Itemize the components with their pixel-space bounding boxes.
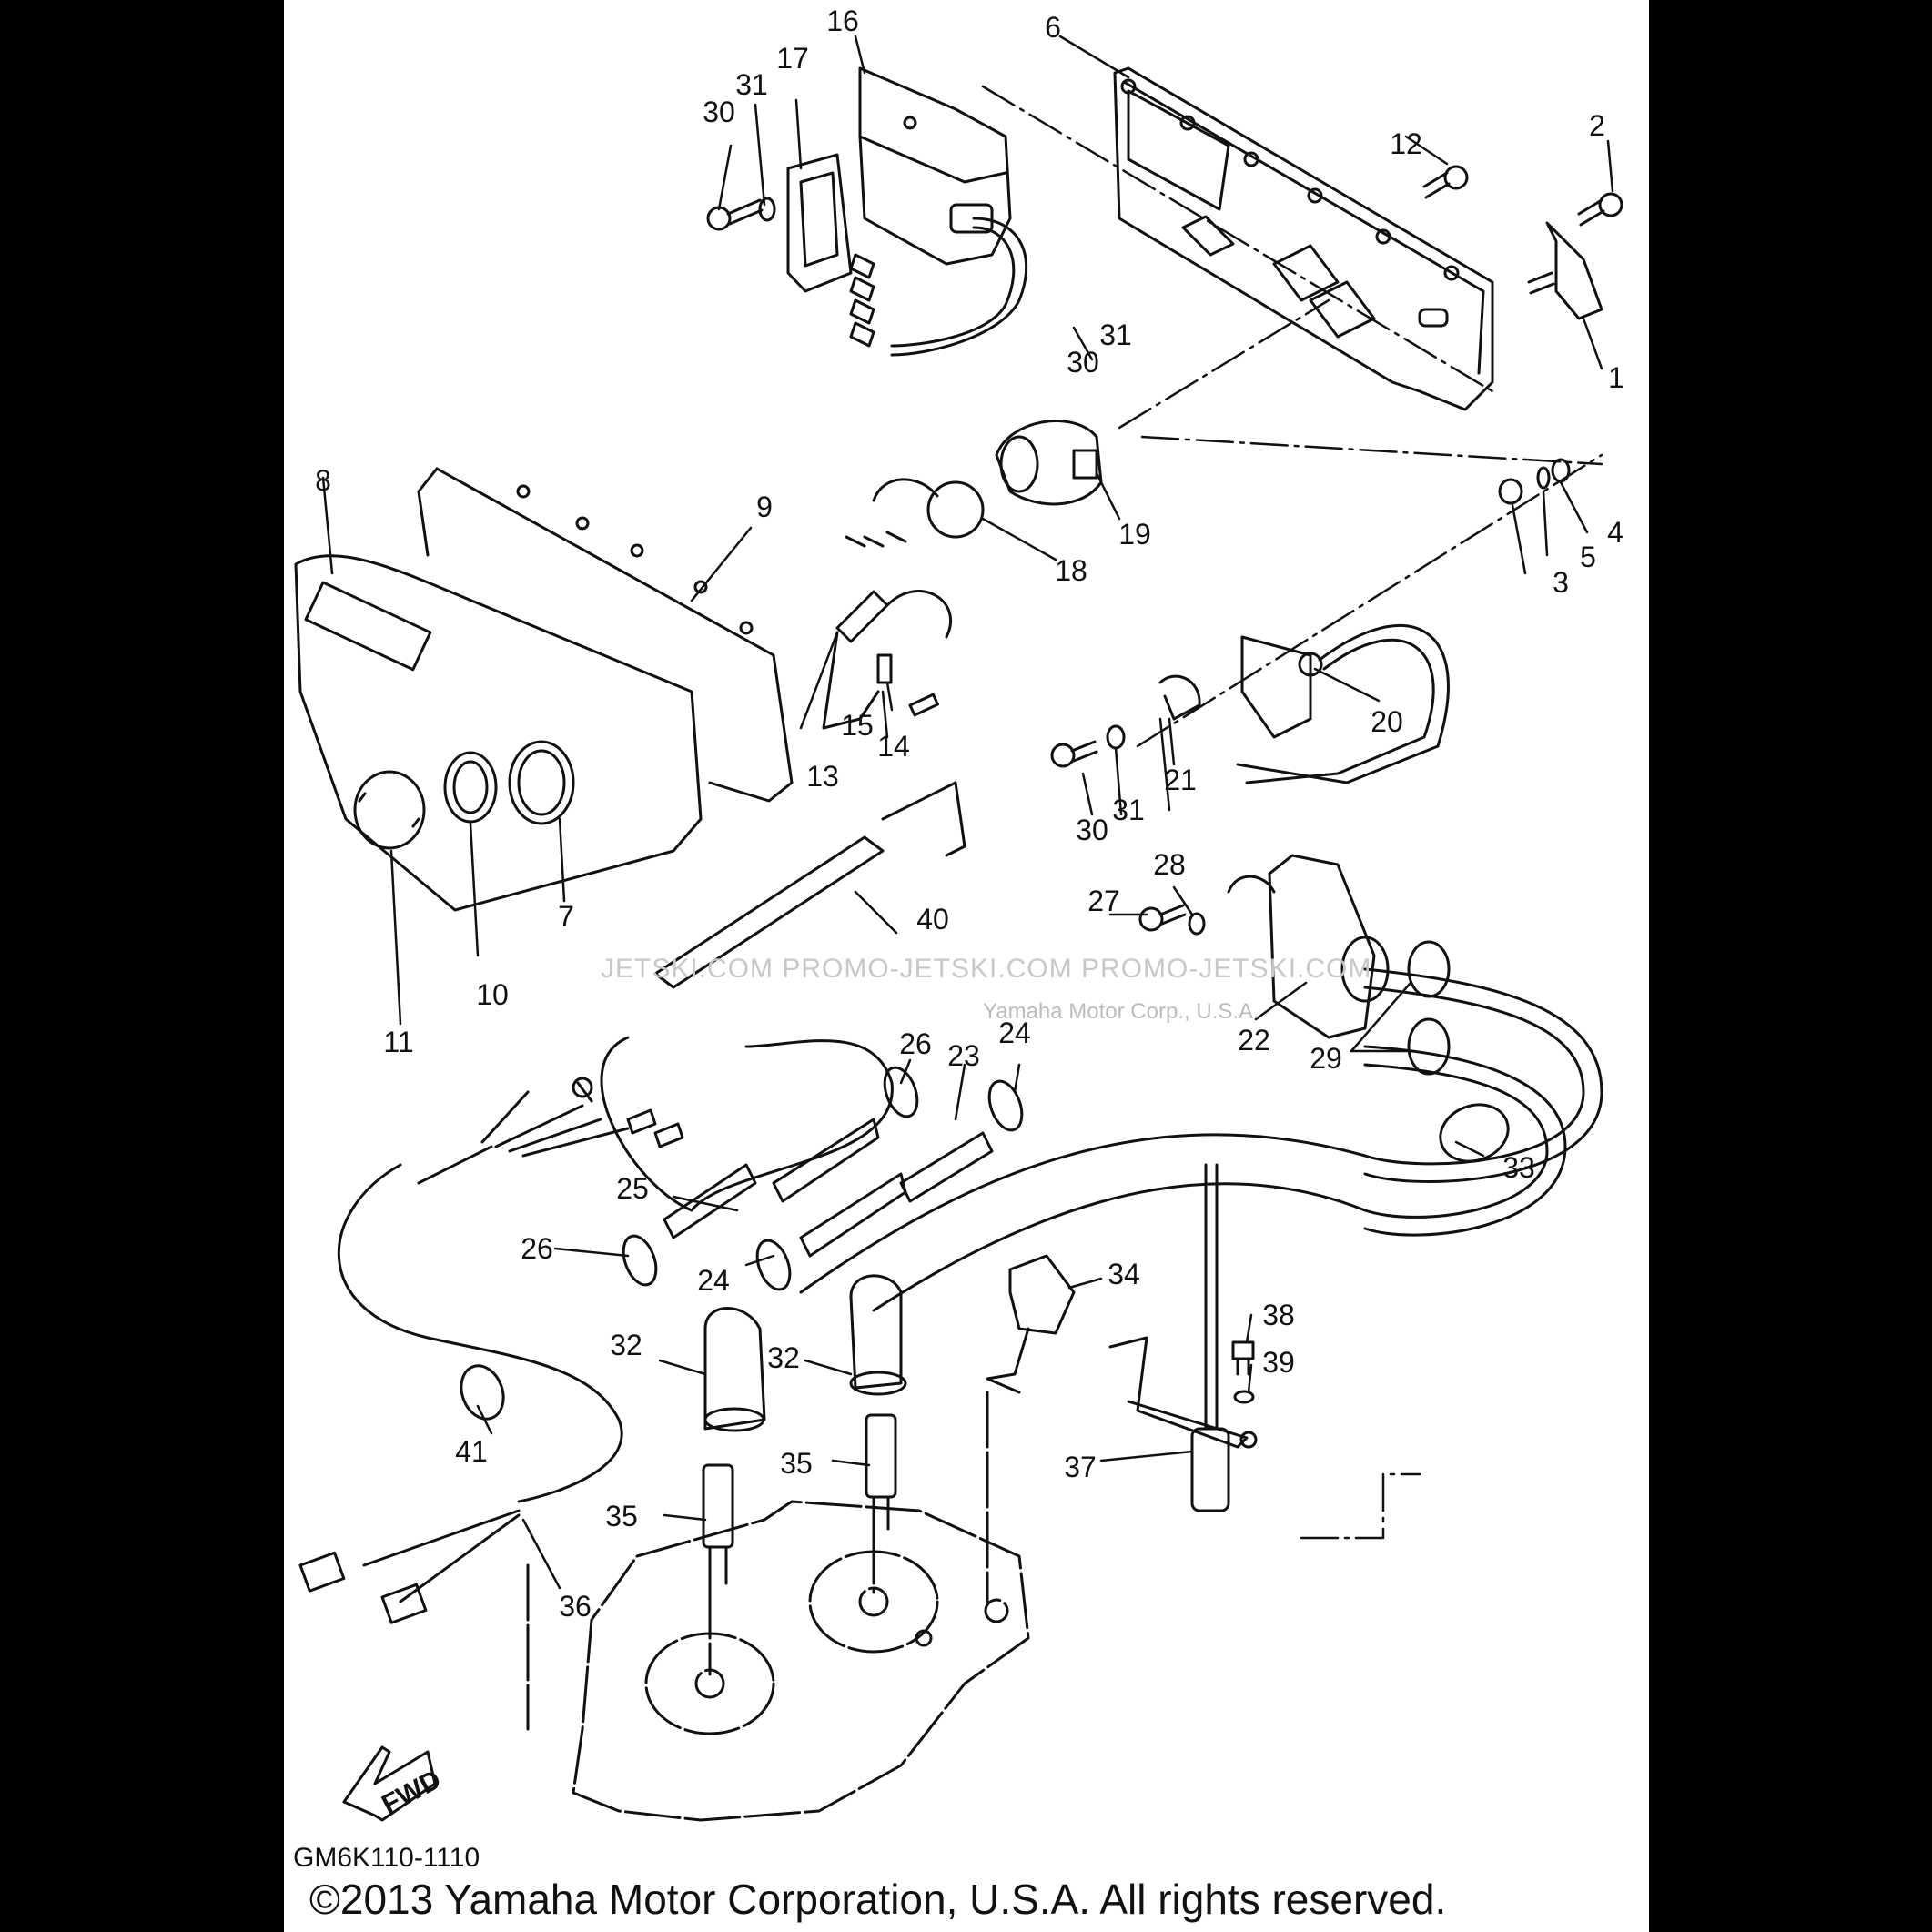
cdi-unit-part [786,66,1028,357]
callout-9: 9 [756,491,773,523]
callout-31-top: 31 [735,68,768,101]
callout-32-right: 32 [767,1341,800,1374]
spark-plug-right [865,1413,897,1531]
ground-lead-40 [600,781,966,1212]
callout-5: 5 [1580,541,1596,573]
diagram-sheet [284,0,1649,1932]
engine-base-outline [526,1391,1030,1822]
callout-32-left: 32 [610,1329,642,1361]
callout-41: 41 [455,1435,488,1468]
callout-4: 4 [1607,516,1623,549]
assembly-guide-lines [981,85,1603,1540]
clamp-21 [1158,674,1201,721]
callout-27: 27 [1087,885,1120,917]
watermark-text: JETSKI.COM PROMO-JETSKI.COM PROMO-JETSKI… [601,954,1372,984]
plug-cap-right [849,1274,907,1396]
forward-direction-arrow: FWD [342,1745,446,1822]
callout-39: 39 [1262,1346,1295,1379]
start-switch-part [995,420,1103,506]
diagram-part-code: GM6K110-1110 [293,1843,480,1873]
callout-33: 33 [1502,1151,1535,1184]
callout-19: 19 [1118,518,1151,551]
callout-24-lower: 24 [697,1264,730,1297]
callout-7: 7 [558,900,574,933]
band-clamps [622,1066,1024,1291]
bolt-2 [1577,192,1623,227]
bolt-38-washer-39 [1231,1340,1255,1404]
callout-34: 34 [1108,1258,1140,1290]
callout-31-middle: 31 [1099,319,1132,351]
callout-28: 28 [1153,848,1186,881]
callout-38: 38 [1262,1299,1295,1331]
callout-6: 6 [1045,11,1061,44]
callout-14: 14 [877,730,910,763]
electrical-bracket-plate [1113,66,1494,411]
callout-16: 16 [826,5,859,37]
callout-25: 25 [616,1172,649,1205]
callout-13: 13 [806,760,839,793]
callout-15: 15 [841,709,874,742]
callout-30-lower: 30 [1076,814,1108,846]
callout-35-right: 35 [780,1447,813,1480]
callout-18: 18 [1055,554,1087,587]
fuse-holder-part [822,590,953,730]
holder-34 [986,1254,1076,1394]
bolt-27-washer-28 [1138,904,1206,936]
electrical-box-cover [294,467,794,912]
callout-37: 37 [1064,1451,1097,1483]
callout-26-lower: 26 [521,1232,553,1265]
sensor-assembly-37 [1108,1163,1258,1512]
callout-26-upper: 26 [899,1027,932,1060]
cover-part-1 [1527,221,1603,320]
ignition-coil [1227,854,1390,1039]
callout-24-upper: 24 [998,1017,1031,1049]
callout-35-left: 35 [605,1500,638,1532]
callout-40: 40 [916,903,949,936]
callout-36: 36 [559,1590,592,1623]
screw-and-washer-set-middle [1050,724,1126,768]
cap-11 [353,770,426,850]
callout-30-top: 30 [703,96,735,128]
callout-31-lower: 31 [1112,794,1145,826]
rectifier-part-20 [1236,624,1450,784]
callout-20: 20 [1371,705,1403,738]
callout-leader-lines [321,35,1614,1590]
callout-11: 11 [383,1026,414,1058]
protective-tubes [663,1118,994,1258]
callout-22: 22 [1238,1024,1270,1057]
seal-ring-10 [443,751,498,824]
callout-30-middle: 30 [1067,346,1099,379]
callout-12: 12 [1390,127,1422,160]
plug-cap-left [703,1307,766,1432]
callout-21: 21 [1164,764,1197,796]
copyright-notice: ©2013 Yamaha Motor Corporation, U.S.A. A… [309,1876,1447,1923]
high-tension-leads [799,940,1603,1312]
callout-23: 23 [947,1039,980,1072]
fwd-label: FWD [377,1765,446,1820]
callout-3: 3 [1553,566,1569,599]
watermark-overlay: Yamaha Motor Corp., U.S.A. [983,999,1259,1024]
callout-8: 8 [315,464,331,497]
spark-plug-left [702,1463,734,1585]
callout-2: 2 [1589,109,1605,142]
stop-switch-part [845,478,985,548]
callout-10: 10 [476,978,509,1011]
wire-harness [298,1077,684,1624]
callout-29: 29 [1310,1042,1342,1075]
callout-1: 1 [1608,361,1624,394]
bolt-12 [1422,165,1469,199]
callout-17: 17 [776,42,809,75]
clamp-33 [1439,1103,1510,1163]
